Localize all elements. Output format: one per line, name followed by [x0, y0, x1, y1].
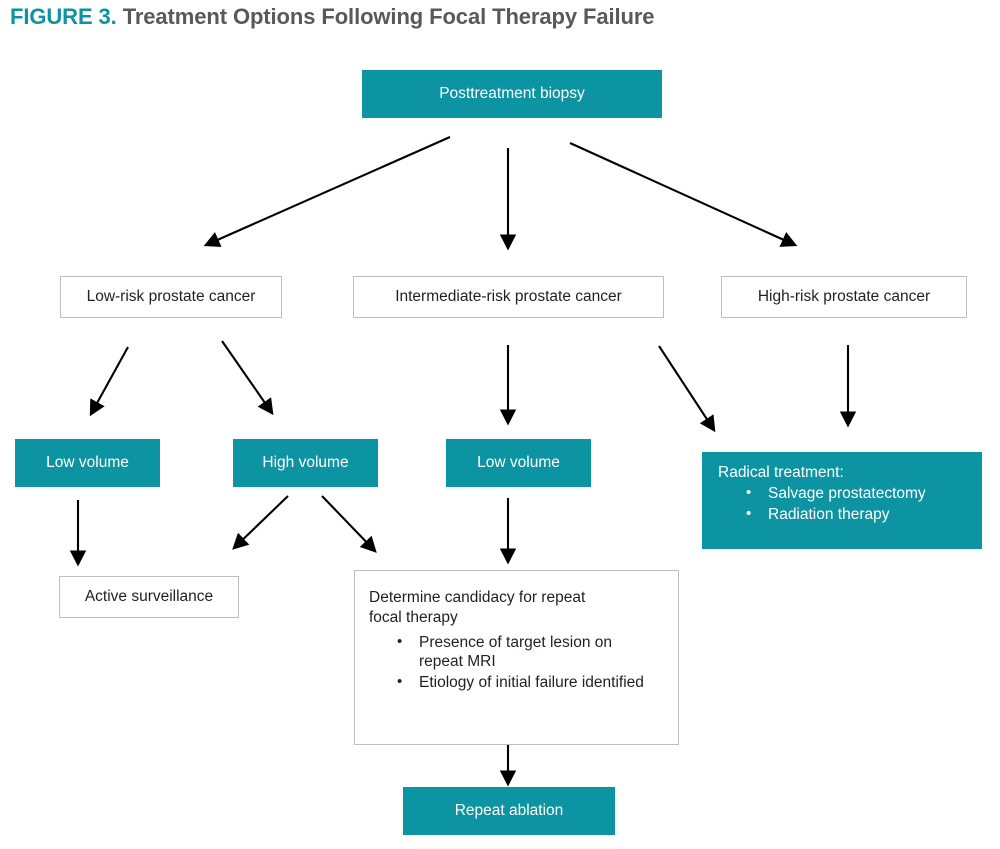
- node-determine-candidacy-heading: Determine candidacy for repeat focal the…: [369, 589, 586, 626]
- node-low-volume-left[interactable]: Low volume: [15, 439, 160, 487]
- node-low-volume-mid[interactable]: Low volume: [446, 439, 591, 487]
- edge-high-volume-to-determine-candidacy: [321, 495, 377, 553]
- figure-caption-text: Treatment Options Following Focal Therap…: [122, 4, 655, 29]
- list-item: Salvage prostatectomy: [746, 483, 972, 504]
- edge-low-risk-to-low-volume: [89, 346, 129, 417]
- node-active-surveillance[interactable]: Active surveillance: [59, 576, 239, 618]
- node-repeat-ablation-label: Repeat ablation: [454, 802, 564, 820]
- edge-high-volume-to-active-surveillance: [232, 495, 289, 550]
- node-determine-candidacy-bullets: Presence of target lesion on repeat MRI …: [369, 632, 666, 693]
- node-radical-treatment-heading: Radical treatment:: [718, 464, 844, 481]
- node-intermediate-risk-label: Intermediate-risk prostate cancer: [395, 288, 622, 306]
- node-low-volume-mid-label: Low volume: [477, 454, 560, 472]
- node-high-risk-label: High-risk prostate cancer: [757, 288, 931, 306]
- edge-intermediate-risk-to-radical-treatment: [658, 345, 716, 433]
- edge-low-risk-to-high-volume: [221, 340, 274, 416]
- node-low-risk-prostate-cancer[interactable]: Low-risk prostate cancer: [60, 276, 282, 318]
- edge-biopsy-to-high-risk: [569, 142, 798, 247]
- node-posttreatment-biopsy[interactable]: Posttreatment biopsy: [362, 70, 662, 118]
- node-high-volume[interactable]: High volume: [233, 439, 378, 487]
- node-high-volume-label: High volume: [262, 454, 349, 472]
- node-low-volume-left-label: Low volume: [46, 454, 129, 472]
- node-repeat-ablation[interactable]: Repeat ablation: [403, 787, 615, 835]
- edge-biopsy-to-low-risk: [203, 136, 451, 248]
- node-radical-treatment[interactable]: Radical treatment: Salvage prostatectomy…: [702, 452, 982, 549]
- list-item: Radiation therapy: [746, 504, 972, 525]
- node-high-risk-prostate-cancer[interactable]: High-risk prostate cancer: [721, 276, 967, 318]
- figure-number-label: FIGURE 3.: [10, 4, 117, 29]
- node-intermediate-risk-prostate-cancer[interactable]: Intermediate-risk prostate cancer: [353, 276, 664, 318]
- node-active-surveillance-label: Active surveillance: [84, 588, 214, 606]
- node-radical-treatment-bullets: Salvage prostatectomy Radiation therapy: [718, 483, 972, 525]
- node-low-risk-label: Low-risk prostate cancer: [86, 288, 256, 306]
- node-posttreatment-biopsy-label: Posttreatment biopsy: [439, 85, 585, 103]
- list-item: Presence of target lesion on repeat MRI: [397, 632, 651, 673]
- page-title: FIGURE 3. Treatment Options Following Fo…: [10, 4, 970, 30]
- list-item: Etiology of initial failure identified: [397, 672, 666, 693]
- node-determine-candidacy[interactable]: Determine candidacy for repeat focal the…: [354, 570, 679, 745]
